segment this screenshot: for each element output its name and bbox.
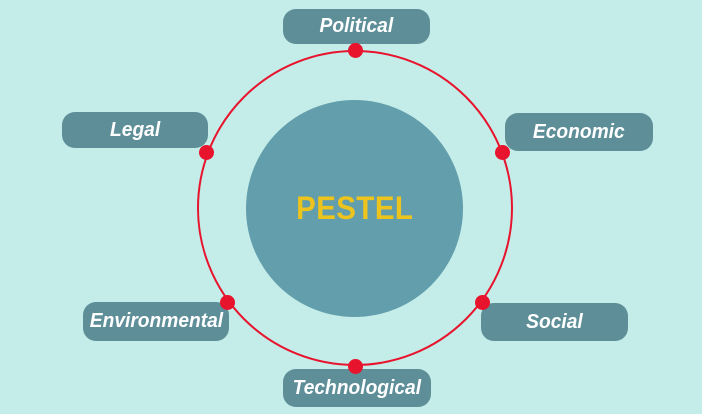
- factor-box-legal: Legal: [62, 112, 208, 148]
- factor-label-legal: Legal: [109, 118, 161, 141]
- factor-label-social: Social: [526, 310, 583, 333]
- center-title: PESTEL: [295, 190, 414, 226]
- factor-box-technological: Technological: [283, 369, 431, 407]
- factor-box-social: Social: [481, 303, 628, 341]
- node-dot-environmental: [220, 295, 235, 310]
- factor-label-economic: Economic: [533, 120, 625, 143]
- factor-label-environmental: Environmental: [89, 310, 223, 332]
- factor-label-technological: Technological: [292, 376, 422, 399]
- node-dot-social: [475, 295, 490, 310]
- factor-label-political: Political: [319, 15, 394, 37]
- node-dot-technological: [348, 359, 363, 374]
- center-circle: PESTEL: [246, 100, 463, 317]
- node-dot-political: [348, 43, 363, 58]
- node-dot-legal: [199, 145, 214, 160]
- factor-box-political: Political: [283, 9, 430, 44]
- node-dot-economic: [495, 145, 510, 160]
- factor-box-economic: Economic: [505, 113, 653, 151]
- factor-box-environmental: Environmental: [83, 302, 229, 341]
